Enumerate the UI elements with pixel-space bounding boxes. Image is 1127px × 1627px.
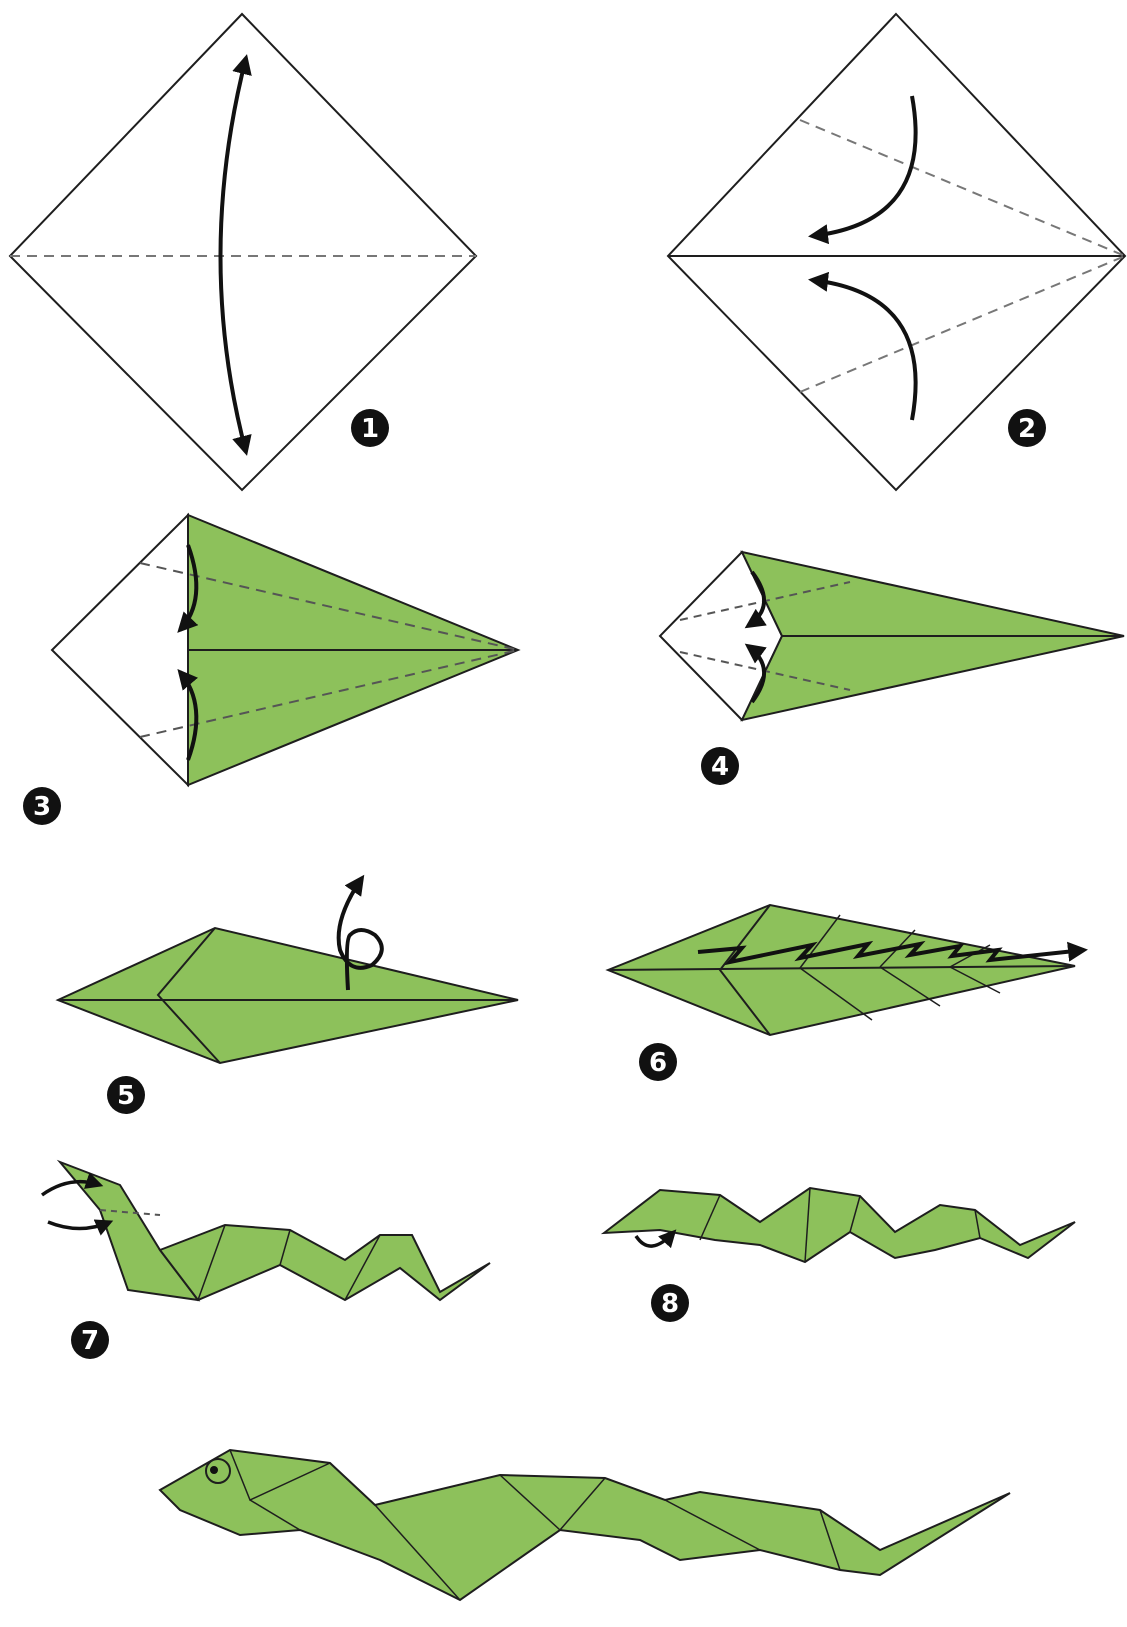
snake-eye [206,1459,230,1483]
step-number: 5 [117,1081,135,1111]
step-5-figure [58,878,518,1063]
step-number: 3 [33,792,51,822]
step-number: 6 [649,1048,667,1078]
outside-reverse-arrow-bottom [48,1222,110,1229]
step-6-figure [608,905,1084,1035]
step-badge-7: 7 [71,1321,109,1359]
snake-body [160,1225,490,1300]
step-badge-1: 1 [351,409,389,447]
snake-body [604,1188,1075,1262]
step-4-figure [660,552,1124,720]
step-number: 7 [81,1326,99,1356]
snake-pupil [210,1466,218,1474]
step-number: 2 [1018,414,1036,444]
step-badge-5: 5 [107,1076,145,1114]
step-badge-4: 4 [701,747,739,785]
step-1-figure [10,14,476,490]
step-number: 1 [361,414,379,444]
step-number: 4 [711,752,729,782]
snake-body [160,1450,1010,1600]
step-badge-6: 6 [639,1043,677,1081]
paper-green-body [58,928,518,1063]
mouth-fold-arrow [636,1232,674,1246]
step-8-figure [604,1188,1075,1262]
paper-white-left [52,515,188,785]
step-badge-3: 3 [23,787,61,825]
step-2-figure [668,14,1125,490]
paper-square [668,14,1125,490]
paper-square [10,14,476,490]
step-3-figure [52,515,518,785]
step-7-figure [42,1162,490,1300]
step-badge-8: 8 [651,1284,689,1322]
final-snake-figure [160,1450,1010,1600]
step-badge-2: 2 [1008,409,1046,447]
step-number: 8 [661,1289,679,1319]
